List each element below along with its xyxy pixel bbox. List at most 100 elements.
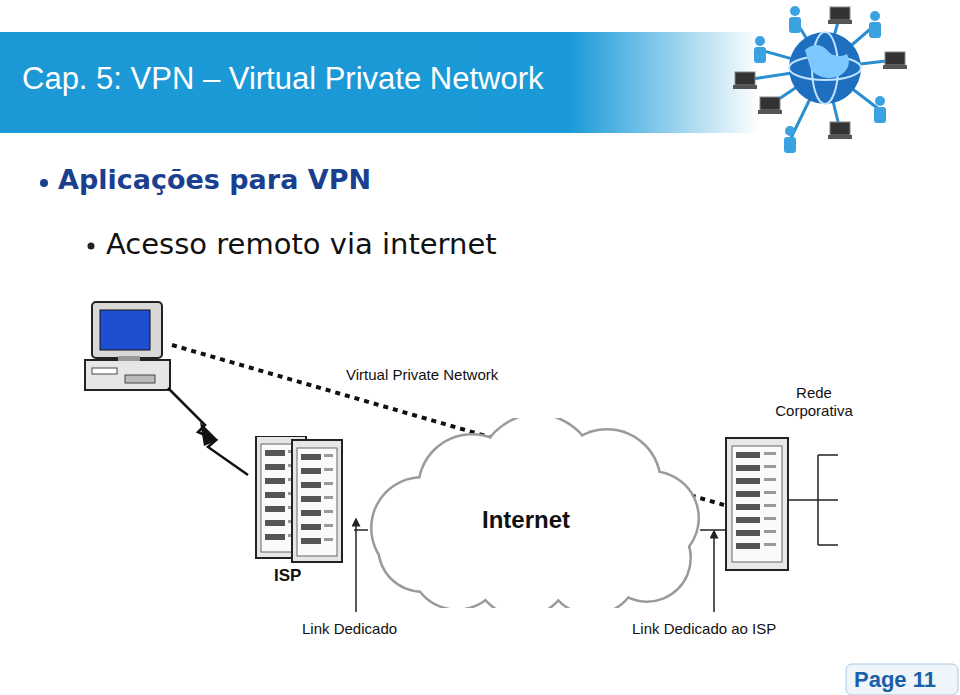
drawing-rect bbox=[301, 524, 321, 530]
drawing-rect bbox=[324, 468, 333, 471]
drawing-rect bbox=[764, 517, 776, 520]
link-label: Link Dedicado ao ISP bbox=[632, 620, 776, 638]
drawing-rect bbox=[828, 135, 852, 139]
header-bar bbox=[0, 32, 760, 133]
drawing-rect bbox=[265, 520, 285, 526]
drawing-circle bbox=[789, 32, 861, 104]
drawing-rect bbox=[100, 310, 150, 350]
corporate-lan bbox=[789, 455, 838, 545]
dialup-link bbox=[168, 388, 248, 475]
drawing-rect bbox=[265, 478, 285, 484]
node-label: ISP bbox=[274, 566, 301, 586]
drawing-rect bbox=[764, 491, 776, 494]
leader-arrow bbox=[355, 522, 357, 612]
bullet-heading: Aplicações para VPN bbox=[58, 164, 371, 196]
drawing-rect bbox=[736, 478, 760, 484]
drawing-rect bbox=[830, 7, 850, 20]
drawing-circle bbox=[380, 506, 465, 591]
link-line bbox=[354, 529, 368, 531]
drawing-rect bbox=[301, 454, 321, 460]
link-label: Link Dedicado bbox=[302, 620, 397, 638]
drawing-rect bbox=[736, 517, 760, 523]
drawing-rect bbox=[760, 97, 780, 110]
drawing-path bbox=[805, 45, 849, 78]
bullet-item: Acesso remoto via internet bbox=[106, 227, 497, 262]
drawing-rect bbox=[301, 468, 321, 474]
drawing-rect bbox=[733, 85, 757, 89]
drawing-rect bbox=[726, 438, 788, 570]
isp-server: ISP bbox=[248, 436, 354, 598]
internet-cloud: Internet bbox=[362, 418, 704, 608]
drawing-rect bbox=[265, 492, 285, 498]
drawing-rect bbox=[301, 496, 321, 502]
drawing-rect bbox=[732, 446, 782, 562]
drawing-rect bbox=[784, 137, 796, 153]
drawing-rect bbox=[754, 47, 766, 63]
tunnel-label: Virtual Private Network bbox=[346, 366, 498, 384]
drawing-rect bbox=[265, 506, 285, 512]
drawing-rect bbox=[764, 465, 776, 468]
drawing-rect bbox=[324, 538, 333, 541]
drawing-circle bbox=[870, 11, 880, 21]
drawing-rect bbox=[736, 504, 760, 510]
drawing-rect bbox=[764, 478, 776, 481]
drawing-rect bbox=[92, 302, 162, 358]
drawing-rect bbox=[324, 510, 333, 513]
node-label: Internet bbox=[482, 506, 570, 534]
bullet bbox=[88, 243, 95, 250]
drawing-line bbox=[789, 499, 818, 501]
drawing-rect bbox=[736, 452, 760, 458]
drawing-rect bbox=[125, 375, 155, 383]
drawing-rect bbox=[736, 465, 760, 471]
drawing-rect bbox=[324, 496, 333, 499]
drawing-rect bbox=[85, 360, 170, 390]
slide-title: Cap. 5: VPN – Virtual Private Network bbox=[22, 61, 543, 97]
drawing-circle bbox=[755, 36, 765, 46]
drawing-circle bbox=[790, 6, 800, 16]
drawing-rect bbox=[736, 491, 760, 497]
drawing-circle bbox=[785, 126, 795, 136]
drawing-rect bbox=[265, 450, 285, 456]
drawing-rect bbox=[828, 20, 852, 24]
drawing-rect bbox=[789, 17, 801, 33]
network-label: Rede Corporativa bbox=[766, 384, 862, 420]
drawing-circle bbox=[875, 96, 885, 106]
drawing-rect bbox=[297, 448, 337, 556]
drawing-rect bbox=[292, 440, 342, 562]
drawing-rect bbox=[462, 498, 612, 558]
drawing-rect bbox=[301, 482, 321, 488]
drawing-rect bbox=[265, 464, 285, 470]
drawing-rect bbox=[324, 524, 333, 527]
drawing-rect bbox=[764, 452, 776, 455]
drawing-rect bbox=[301, 538, 321, 544]
bullet bbox=[40, 179, 48, 187]
page-box bbox=[846, 664, 958, 695]
drawing-rect bbox=[92, 368, 117, 374]
drawing-line bbox=[818, 454, 838, 456]
drawing-rect bbox=[758, 110, 782, 114]
drawing-rect bbox=[885, 52, 905, 65]
dedicated-link bbox=[700, 529, 726, 531]
drawing-rect bbox=[764, 543, 776, 546]
drawing-rect bbox=[324, 454, 333, 457]
drawing-rect bbox=[874, 107, 886, 123]
drawing-line bbox=[818, 544, 838, 546]
drawing-rect bbox=[764, 530, 776, 533]
drawing-rect bbox=[764, 504, 776, 507]
drawing-rect bbox=[830, 122, 850, 135]
drawing-rect bbox=[735, 72, 755, 85]
drawing-rect bbox=[869, 22, 881, 38]
drawing-rect bbox=[736, 530, 760, 536]
globe-network bbox=[733, 6, 907, 153]
leader-arrow bbox=[713, 534, 715, 612]
drawing-line bbox=[818, 499, 838, 501]
computer-icon bbox=[85, 302, 170, 390]
drawing-rect bbox=[301, 510, 321, 516]
vpn-server bbox=[726, 438, 788, 570]
drawing-rect bbox=[265, 534, 285, 540]
lightning-bolt bbox=[200, 422, 218, 446]
page-number: Page 11 bbox=[854, 667, 936, 693]
drawing-rect bbox=[883, 65, 907, 69]
drawing-rect bbox=[118, 356, 140, 361]
drawing-rect bbox=[324, 482, 333, 485]
